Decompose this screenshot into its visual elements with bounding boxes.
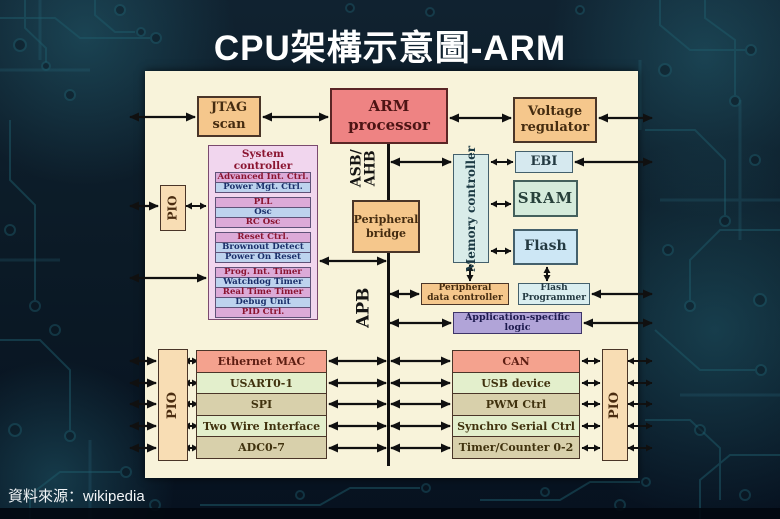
system-controller-panel: System controller Advanced Int. Ctrl.Pow… xyxy=(208,145,318,320)
voltage-regulator-box: Voltage regulator xyxy=(513,97,597,143)
source-credit: 資料來源：wikipedia xyxy=(8,488,145,505)
system-controller-row: RC Osc xyxy=(215,217,311,228)
peripheral-row: Ethernet MAC xyxy=(196,350,327,373)
peripheral-row: USART0-1 xyxy=(196,371,327,395)
peripheral-row: ADC0-7 xyxy=(196,436,327,459)
peripheral-bridge-box: Peripheral bridge xyxy=(352,200,420,253)
pio-bottom-left-box: PIO xyxy=(158,349,188,461)
flash-box: Flash xyxy=(513,229,578,265)
asb-ahb-bus-label: ASB/ AHB xyxy=(348,149,379,187)
system-controller-row: Power On Reset xyxy=(215,252,311,263)
jtag-scan-box: JTAG scan xyxy=(197,96,261,137)
page-title: CPU架構示意圖-ARM xyxy=(213,29,567,68)
memory-controller-box: Memory controller xyxy=(453,145,489,272)
peripheral-row: Two Wire Interface xyxy=(196,414,327,438)
pio-bottom-right-box: PIO xyxy=(602,349,628,461)
application-specific-logic-box: Application-specific logic xyxy=(453,312,582,334)
peripheral-row: CAN xyxy=(452,350,580,373)
flash-programmer-box: Flash Programmer xyxy=(518,283,590,305)
system-controller-title: System controller xyxy=(233,148,293,172)
peripheral-row: USB device xyxy=(452,371,580,395)
sram-box: SRAM xyxy=(513,180,578,217)
system-controller-group: Advanced Int. Ctrl.Power Mgt. Ctrl. xyxy=(215,172,311,193)
pio-top-left-box: PIO xyxy=(160,185,186,231)
system-controller-row: PID Ctrl. xyxy=(215,307,311,318)
peripheral-row: SPI xyxy=(196,393,327,416)
peripheral-row: PWM Ctrl xyxy=(452,393,580,416)
peripheral-row: Synchro Serial Ctrl xyxy=(452,414,580,438)
apb-bus-label: APB xyxy=(353,287,374,329)
system-controller-row: Power Mgt. Ctrl. xyxy=(215,182,311,193)
ebi-box: EBI xyxy=(515,151,573,173)
arm-processor-box: ARM processor xyxy=(330,88,448,144)
peripheral-data-controller-box: Peripheral data controller xyxy=(421,283,509,305)
peripheral-row: Timer/Counter 0-2 xyxy=(452,436,580,459)
